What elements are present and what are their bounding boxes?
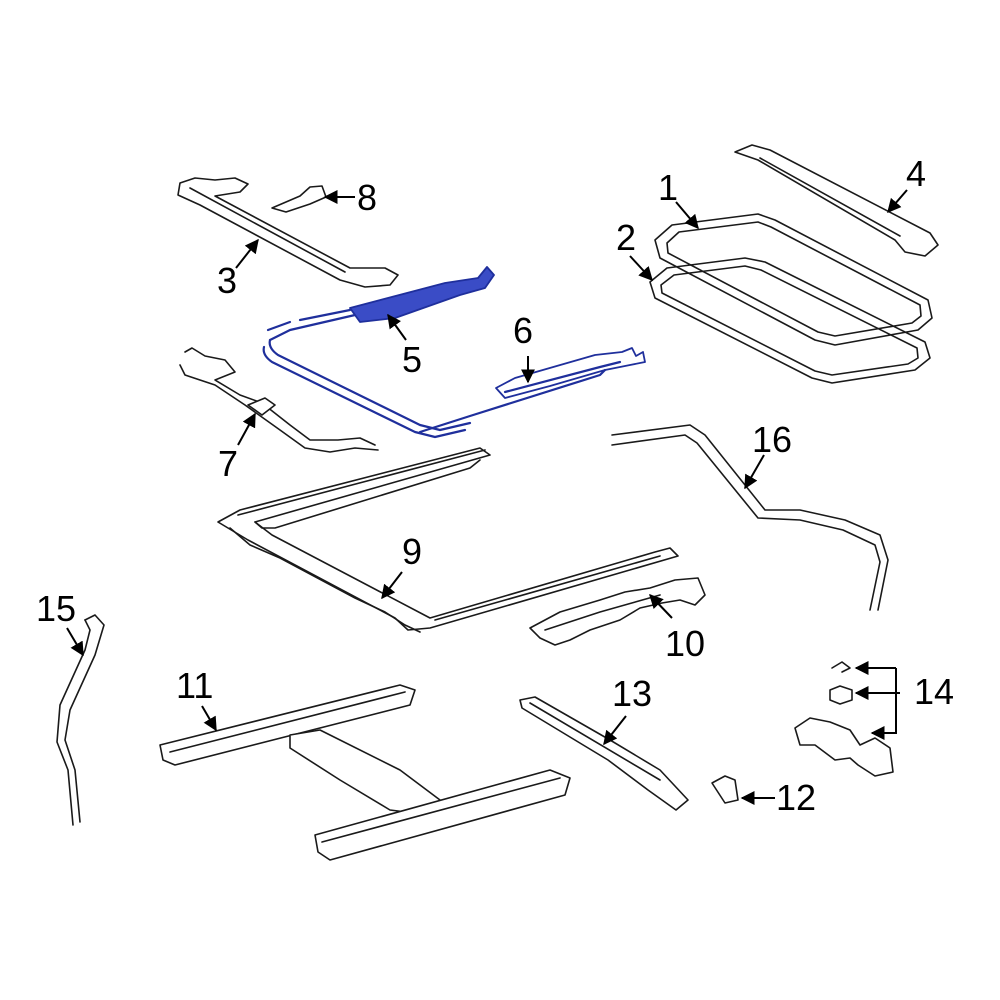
callout-15: 15: [36, 588, 76, 629]
callout-2: 2: [616, 217, 636, 258]
callout-14: 14: [914, 671, 954, 712]
part-6-guide-rail[interactable]: [418, 347, 646, 434]
callout-labels: 1 2 3 4 5 6 7 8 9 10 11 12 13 14 15 16: [36, 153, 954, 818]
callout-8: 8: [357, 177, 377, 218]
callout-9: 9: [402, 531, 422, 572]
part-12-clip[interactable]: [711, 775, 739, 804]
part-2-weatherstrip[interactable]: [649, 257, 931, 384]
callout-13: 13: [612, 673, 652, 714]
leader-lines: [66, 189, 908, 805]
callout-6: 6: [513, 310, 533, 351]
part-13-side-strip[interactable]: [519, 696, 689, 811]
callout-1: 1: [658, 167, 678, 208]
part-11-roof-reinforcement[interactable]: [159, 684, 571, 861]
part-1-glass-panel[interactable]: [654, 213, 933, 346]
part-3-side-trim[interactable]: [177, 177, 399, 288]
part-8-bracket[interactable]: [271, 185, 327, 213]
part-14-motor[interactable]: [794, 661, 894, 777]
callout-11: 11: [176, 665, 213, 706]
part-15-drain-hose[interactable]: [56, 614, 105, 826]
callout-7: 7: [218, 443, 238, 484]
callout-5: 5: [402, 339, 422, 380]
part-9-frame[interactable]: [217, 447, 679, 633]
part-7-cable[interactable]: [179, 347, 379, 453]
callout-12: 12: [776, 777, 816, 818]
part-4-front-trim[interactable]: [734, 144, 939, 257]
part-5-sunshade-track[interactable]: [262, 266, 495, 439]
callout-10: 10: [665, 623, 705, 664]
callout-16: 16: [752, 419, 792, 460]
part-16-drain-hose[interactable]: [611, 424, 889, 611]
callout-4: 4: [906, 153, 926, 194]
callout-3: 3: [217, 260, 237, 301]
